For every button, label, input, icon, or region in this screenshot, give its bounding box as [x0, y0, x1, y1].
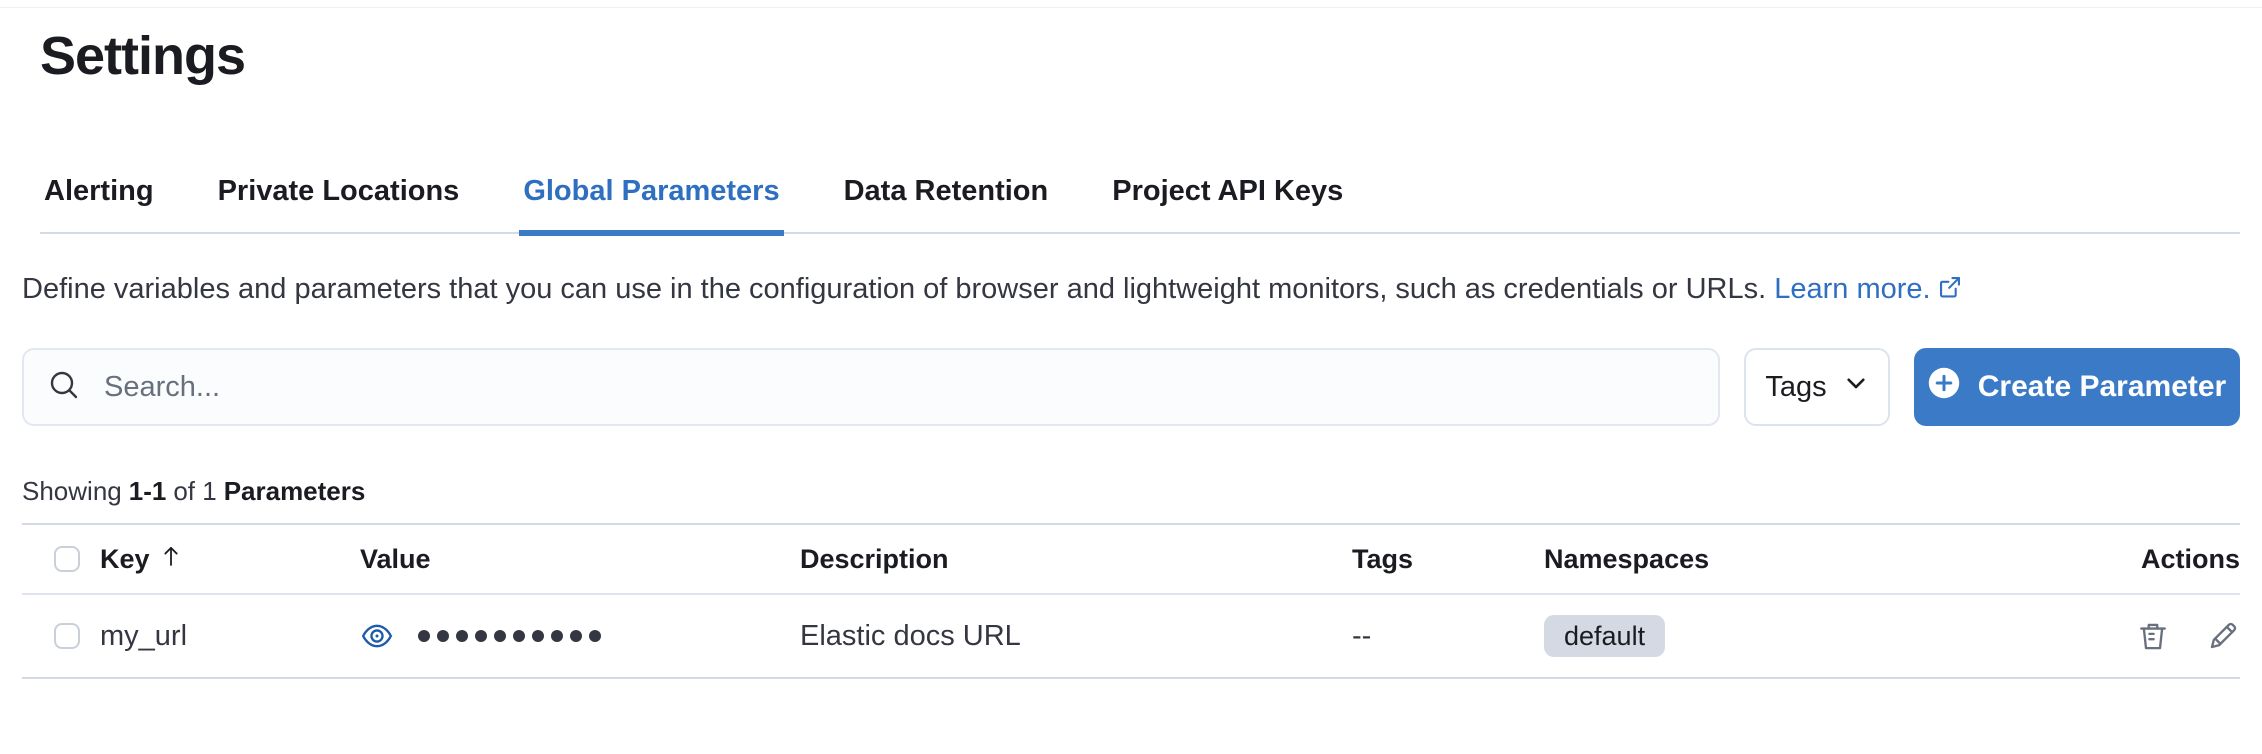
chevron-down-icon	[1843, 370, 1869, 404]
row-tags-cell: --	[1336, 620, 1528, 653]
viewport-top-edge	[0, 0, 2262, 8]
row-actions-cell	[1900, 619, 2240, 653]
row-key-cell: my_url	[88, 620, 344, 653]
tab-global-parameters[interactable]: Global Parameters	[519, 176, 784, 236]
description-text: Define variables and parameters that you…	[22, 273, 1767, 305]
summary-entity: Parameters	[223, 476, 366, 506]
summary-middle: of 1	[173, 476, 217, 506]
namespace-badge: default	[1544, 615, 1666, 657]
learn-more-link[interactable]: Learn more.	[1774, 273, 1931, 305]
parameter-key: my_url	[100, 619, 188, 652]
tab-alerting[interactable]: Alerting	[40, 176, 158, 236]
tags-filter-button[interactable]: Tags	[1744, 348, 1890, 426]
results-summary: Showing 1-1 of 1 Parameters	[22, 476, 2240, 507]
create-parameter-button[interactable]: Create Parameter	[1914, 348, 2240, 426]
tabs-bar: Alerting Private Locations Global Parame…	[40, 176, 2240, 236]
parameter-tags: --	[1352, 619, 1372, 652]
column-header-actions: Actions	[2140, 543, 2240, 574]
table-header-row: Key Value Description Tags Namespaces Ac…	[22, 525, 2240, 595]
page-header: Settings Alerting Private Locations Glob…	[0, 8, 2262, 236]
sort-ascending-arrow-icon	[150, 543, 184, 576]
row-value-cell	[344, 619, 784, 653]
eye-icon[interactable]	[360, 619, 394, 653]
create-parameter-label: Create Parameter	[1977, 370, 2227, 403]
external-link-icon	[1931, 273, 1963, 305]
column-header-description: Description	[800, 543, 949, 574]
row-description-cell: Elastic docs URL	[784, 620, 1336, 653]
parameters-table: Key Value Description Tags Namespaces Ac…	[22, 523, 2240, 679]
column-header-tags: Tags	[1352, 543, 1414, 574]
toolbar: Tags Create Parameter	[22, 348, 2240, 426]
tab-project-api-keys[interactable]: Project API Keys	[1108, 176, 1347, 236]
summary-range: 1-1	[128, 476, 167, 506]
delete-icon[interactable]	[2136, 619, 2170, 653]
row-checkbox[interactable]	[54, 623, 80, 649]
row-namespaces-cell: default	[1528, 615, 1900, 657]
search-input[interactable]	[102, 369, 1694, 405]
search-icon	[48, 369, 80, 406]
column-header-namespaces: Namespaces	[1544, 543, 1710, 574]
table-row: my_url Elastic docs URL -- default	[22, 595, 2240, 679]
page-title: Settings	[40, 26, 246, 86]
select-all-checkbox[interactable]	[54, 546, 80, 572]
column-header-key[interactable]: Key	[88, 543, 344, 576]
page-content: Define variables and parameters that you…	[0, 264, 2262, 679]
edit-icon[interactable]	[2206, 619, 2240, 653]
tags-filter-label: Tags	[1765, 370, 1827, 403]
column-header-value: Value	[360, 543, 431, 574]
row-checkbox-cell	[22, 623, 88, 649]
plus-in-circle-icon	[1928, 367, 1960, 407]
summary-prefix: Showing	[22, 476, 122, 506]
parameter-description: Elastic docs URL	[800, 619, 1021, 652]
masked-value-dots	[418, 630, 601, 642]
tab-data-retention[interactable]: Data Retention	[840, 176, 1053, 236]
header-checkbox-cell	[22, 546, 88, 572]
tab-private-locations[interactable]: Private Locations	[214, 176, 464, 236]
search-box	[22, 348, 1720, 426]
description-paragraph: Define variables and parameters that you…	[22, 264, 2192, 314]
